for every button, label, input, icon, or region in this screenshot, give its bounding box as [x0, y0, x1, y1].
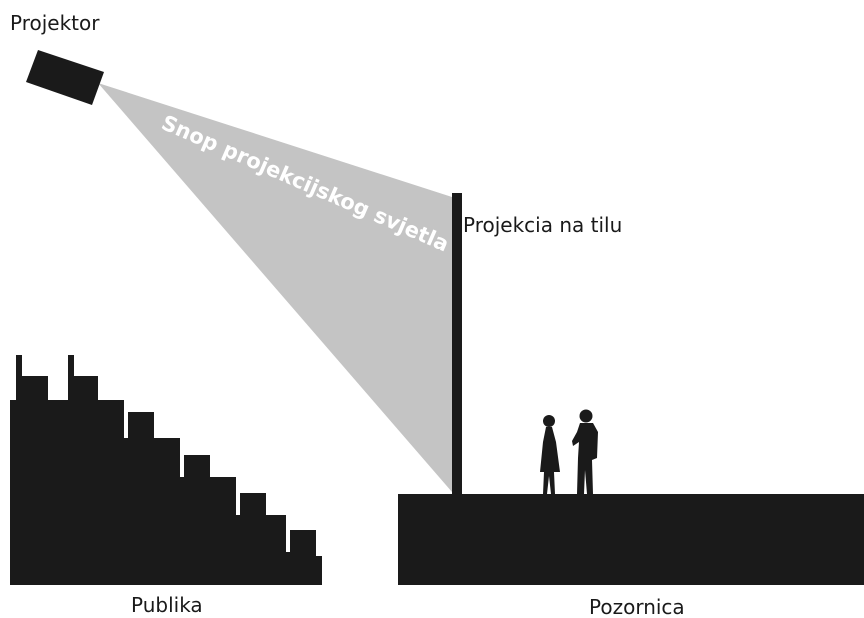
- audience-seating: [10, 355, 322, 585]
- stage-platform: [398, 494, 864, 585]
- projection-screen: [452, 193, 462, 494]
- screen-label: Projekcia na tilu: [463, 213, 622, 237]
- stage-label: Pozornica: [589, 595, 685, 618]
- projector-label: Projektor: [10, 11, 100, 35]
- performer-man-icon: [572, 409, 598, 494]
- audience-label: Publika: [131, 593, 203, 617]
- projector-icon: [26, 50, 104, 105]
- performer-woman-icon: [540, 415, 560, 494]
- light-beam: [98, 83, 452, 492]
